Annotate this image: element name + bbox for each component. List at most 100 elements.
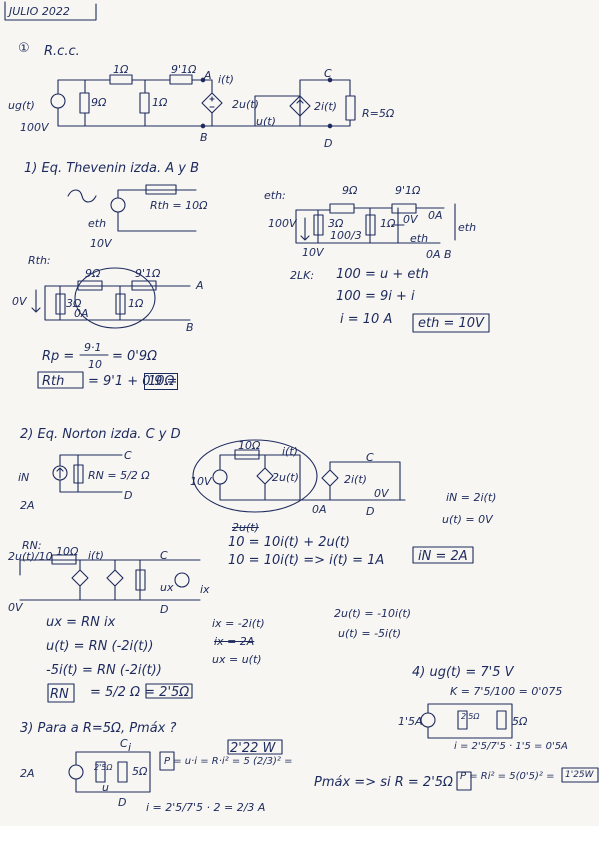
ex1-r1: 1Ω — [113, 63, 129, 76]
s1-r-a: A — [196, 279, 204, 292]
s2-rn-it: i(t) — [88, 549, 104, 562]
s3-p-result: 2'22 W — [230, 741, 276, 756]
s1-r-3: 3Ω — [66, 297, 82, 310]
ex1-dep-src: 2u(t) — [232, 98, 259, 111]
s1-c-eth-right: eth — [458, 221, 477, 234]
s2-j2: u(t) = -5i(t) — [338, 627, 401, 640]
s2-u-eq: u(t) = 0V — [442, 513, 493, 526]
s3-i: i — [128, 741, 132, 754]
s2-k3: ux = u(t) — [212, 653, 262, 666]
s1-c-0ab: 0A B — [426, 248, 452, 261]
ex1-ut: u(t) — [256, 115, 276, 128]
circuit-drawings — [4, 1, 599, 793]
s1-rp-num: 9·1 — [84, 341, 102, 354]
s2-rn-10: 10Ω — [56, 545, 79, 558]
s3-pmax: Pmáx => si R = 2'5Ω — [314, 775, 453, 790]
s3-r5: 5Ω — [132, 765, 148, 778]
s2-in-eq: iN = 2i(t) — [446, 491, 497, 504]
s1-rth-head: Rth: — [28, 254, 51, 267]
s1-r-9: 9Ω — [85, 267, 101, 280]
s2-title: 2) Eq. Norton izda. C y D — [20, 427, 181, 442]
s3-title: 3) Para a R=5Ω, Pmáx ? — [20, 721, 177, 736]
s1-lk-label: 2LK: — [290, 269, 315, 282]
s1-lk2: 100 = 9i + i — [336, 289, 415, 304]
s4-p-result: 1'25W — [565, 770, 594, 780]
s2-n-d: D — [366, 505, 375, 518]
s2-node-d: D — [124, 489, 133, 502]
s2-rn-label: RN = 5/2 Ω — [88, 469, 150, 482]
s1-c-3: 3Ω — [328, 217, 344, 230]
s2-n-10v: 10V — [190, 475, 212, 488]
s3-node-c: C — [120, 737, 128, 750]
ex1-node-d: D — [324, 137, 333, 150]
ex1-rload: R=5Ω — [362, 107, 395, 120]
s1-r-0v: 0V — [12, 295, 27, 308]
s1-rp-val: = 0'9Ω — [112, 349, 158, 364]
s1-eth-val: 10V — [90, 237, 112, 250]
s1-rth-final: Rth — [42, 374, 65, 389]
s2-n-2i: 2i(t) — [344, 473, 367, 486]
s1-c-91: 9'1Ω — [395, 184, 421, 197]
ex1-node-c: C — [324, 67, 332, 80]
s1-rth-result: 10Ω — [144, 373, 179, 390]
s4-title: 4) ug(t) = 7'5 V — [412, 665, 514, 680]
ex1-title: R.c.c. — [44, 44, 80, 59]
header-date: JULIO 2022 — [9, 5, 70, 18]
s1-c-0a: 0A — [428, 209, 443, 222]
s4-r25: 2'5Ω — [461, 712, 480, 721]
s2-j1: 2u(t) = -10i(t) — [334, 607, 411, 620]
s2-rn-c: C — [160, 549, 168, 562]
ex1-ug-val: 100V — [20, 121, 49, 134]
s2-in-val: 2A — [20, 499, 35, 512]
s1-lk3: i = 10 A — [340, 312, 393, 327]
ex1-dep-i: 2i(t) — [314, 100, 337, 113]
s2-m-res-right: = 5/2 Ω = 2'5Ω — [90, 685, 190, 700]
s1-c-1: 1Ω — [380, 217, 396, 230]
s2-in-label: iN — [18, 471, 30, 484]
s4-p-expr: P = Ri² = 5(0'5)² = — [460, 771, 555, 782]
scanned-page: JULIO 2022 ① R.c.c. 1Ω 9'1Ω 9Ω 1Ω A i(t)… — [0, 0, 599, 826]
ex1-number: ① — [18, 41, 30, 56]
ex1-r3: 9Ω — [91, 96, 107, 109]
s1-r-91: 9'1Ω — [135, 267, 161, 280]
s3-u: u — [102, 781, 109, 794]
s1-c-10v: 10V — [302, 246, 324, 259]
s1-c-9: 9Ω — [342, 184, 358, 197]
s2-struck: 2u(t) — [232, 521, 259, 534]
s2-e2: 10 = 10i(t) => i(t) = 1A — [228, 553, 385, 568]
s1-r-1: 1Ω — [128, 297, 144, 310]
s3-node-d: D — [118, 796, 127, 809]
s2-rn-ix: ix — [200, 583, 210, 596]
s2-node-c: C — [124, 449, 132, 462]
ex1-it: i(t) — [218, 73, 234, 86]
s1-c-ethu: eth — [410, 232, 429, 245]
ex1-node-a: A — [204, 69, 212, 82]
s4-src: 1'5A — [398, 715, 423, 728]
s2-n-10: 10Ω — [238, 439, 261, 452]
s2-n-c: C — [366, 451, 374, 464]
s2-rn-2u: 2u(t)/10 — [8, 550, 53, 563]
s1-rp: Rp = — [42, 349, 75, 364]
s1-rth-eq: Rth = 10Ω — [150, 199, 208, 212]
s2-n-0v: 0V — [374, 487, 389, 500]
s2-rn-ux: ux — [160, 581, 174, 594]
s1-lk1: 100 = u + eth — [336, 267, 429, 282]
s2-n-2u: 2u(t) — [272, 471, 299, 484]
s2-n-it: i(t) — [282, 445, 298, 458]
s1-eth-label: eth — [88, 217, 107, 230]
ex1-r2: 9'1Ω — [171, 63, 197, 76]
s1-eth-head: eth: — [264, 189, 286, 202]
s2-k2: ix = 2A — [214, 635, 255, 648]
s3-src: 2A — [20, 767, 35, 780]
ex1-ug: ug(t) — [8, 99, 35, 112]
s2-n-0a: 0A — [312, 503, 327, 516]
s1-r-0a: 0A — [74, 307, 89, 320]
s1-c-100v: 100V — [268, 217, 297, 230]
ex1-r4: 1Ω — [152, 96, 168, 109]
s2-m1: ux = RN ix — [46, 615, 116, 630]
s2-in-result: iN = 2A — [418, 549, 468, 564]
s1-c-0v: 0V — [403, 213, 418, 226]
s2-rn-d: D — [160, 603, 169, 616]
s1-title: 1) Eq. Thevenin izda. A y B — [24, 161, 199, 176]
s3-r25: 2'5Ω — [94, 763, 113, 772]
